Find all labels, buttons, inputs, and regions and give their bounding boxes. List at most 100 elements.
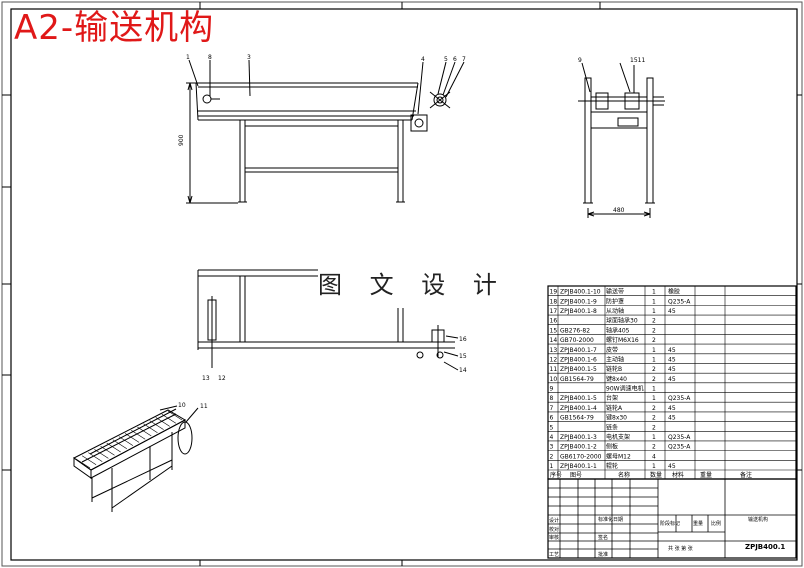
bom-cell-material: 45 [668, 405, 676, 412]
bom-cell-index: 12 [550, 356, 558, 363]
bom-cell-code: ZPJB400.1-9 [560, 298, 597, 305]
svg-text:12: 12 [218, 375, 226, 382]
dim-width-480: 480 [613, 207, 625, 214]
bom-cell-material: Q235-A [668, 298, 691, 305]
conveyor-roller [137, 426, 152, 437]
svg-text:1: 1 [186, 54, 190, 61]
svg-text:10: 10 [178, 402, 186, 409]
side-callouts: 9 1511 [578, 57, 645, 64]
bom-cell-name: 球面轴承30 [606, 317, 638, 325]
bom-cell-qty: 2 [652, 376, 656, 383]
svg-text:3: 3 [247, 54, 251, 61]
bom-cell-qty: 2 [652, 337, 656, 344]
bom-cell-code: ZPJB400.1-10 [560, 289, 601, 296]
svg-text:11: 11 [200, 403, 208, 410]
bom-cell-qty: 1 [652, 434, 656, 441]
bom-cell-material: Q235-A [668, 395, 691, 402]
bom-header-cell: 备注 [740, 471, 752, 479]
bom-cell-qty: 1 [652, 347, 656, 354]
bom-cell-material: 橡胶 [668, 288, 680, 296]
bom-header-cell: 材料 [672, 471, 684, 479]
bom-cell-name: 辊轮 [606, 462, 618, 470]
bom-cell-qty: 1 [652, 395, 656, 402]
front-view [186, 59, 465, 204]
bom-cell-index: 13 [550, 347, 558, 354]
bom-cell-code: ZPJB400.1-5 [560, 366, 597, 373]
svg-text:工艺: 工艺 [549, 552, 559, 558]
title-block [547, 478, 797, 559]
svg-text:8: 8 [208, 54, 212, 61]
bom-cell-qty: 2 [652, 405, 656, 412]
bom-cell-index: 11 [550, 366, 558, 373]
bom-cell-qty: 2 [652, 415, 656, 422]
bom-cell-name: 链轮B [606, 365, 622, 373]
svg-text:14: 14 [459, 367, 467, 374]
side-view [578, 62, 665, 218]
bom-cell-name: 从动轴 [606, 307, 624, 315]
bom-cell-material: 45 [668, 356, 676, 363]
bom-cell-material: 45 [668, 376, 676, 383]
svg-text:9: 9 [578, 57, 582, 64]
conveyor-roller [118, 436, 134, 446]
bom-cell-index: 17 [550, 308, 558, 315]
bom-cell-qty: 2 [652, 444, 656, 451]
bom-cell-name: 螺钉M6X16 [606, 336, 639, 344]
bom-cell-code: GB70-2000 [560, 337, 594, 344]
bom-cell-index: 16 [550, 318, 558, 325]
svg-text:15: 15 [459, 353, 467, 360]
bom-cell-qty: 1 [652, 308, 656, 315]
bom-cell-code: ZPJB400.1-1 [560, 463, 597, 470]
bom-cell-code: ZPJB400.1-4 [560, 405, 597, 412]
bom-cell-index: 9 [550, 386, 554, 393]
svg-text:批准: 批准 [598, 551, 608, 558]
bom-header-cell: 重量 [700, 471, 712, 479]
bom-cell-code: GB1564-79 [560, 415, 594, 422]
bom-cell-material: Q235-A [668, 434, 691, 441]
bom-header-cell: 图号 [570, 472, 582, 479]
bom-cell-name: 防护罩 [606, 297, 624, 305]
bom-cell-material: 45 [668, 308, 676, 315]
bom-cell-code: GB276-82 [560, 327, 590, 334]
bom-cell-code: ZPJB400.1-8 [560, 308, 597, 315]
bom-cell-material: 45 [668, 415, 676, 422]
svg-text:签名: 签名 [598, 534, 608, 541]
page-title: A2-输送机构 [14, 8, 215, 48]
bom-cell-index: 4 [550, 434, 554, 441]
svg-text:标准化: 标准化 [598, 516, 613, 523]
bom-cell-code: ZPJB400.1-5 [560, 395, 597, 402]
bom-cell-index: 19 [550, 289, 558, 296]
svg-text:设计: 设计 [549, 517, 559, 524]
conveyor-roller [143, 423, 158, 434]
bom-header-cell: 数量 [650, 471, 662, 479]
bom-cell-name: 键8x40 [606, 375, 627, 383]
bom-cell-material: 45 [668, 463, 676, 470]
bom-cell-name: 输送带 [606, 288, 624, 296]
conveyor-roller [100, 445, 115, 456]
bom-cell-index: 18 [550, 298, 558, 305]
conveyor-roller [106, 442, 121, 453]
bom-cell-name: 链条 [606, 423, 618, 431]
svg-text:16: 16 [459, 336, 467, 343]
svg-text:阶段标记: 阶段标记 [660, 520, 680, 527]
iso-rollers [75, 410, 183, 469]
conveyor-roller [88, 452, 103, 462]
bom-cell-index: 3 [550, 444, 554, 451]
conveyor-roller [75, 458, 91, 469]
bom-cell-code: ZPJB400.1-2 [560, 444, 597, 451]
bom-cell-name: 皮带 [606, 346, 618, 354]
bom-cell-name: 电机支架 [606, 433, 630, 441]
svg-text:4: 4 [421, 56, 425, 63]
part-name: 输送机构 [748, 516, 768, 523]
bom-cell-qty: 2 [652, 424, 656, 431]
svg-text:1511: 1511 [630, 57, 645, 64]
iso-view [73, 405, 199, 512]
front-callouts: 1 8 3 4 5 6 7 [186, 54, 466, 63]
conveyor-roller [155, 417, 170, 427]
bom-cell-name: 侧板 [606, 443, 618, 451]
bom-cell-name: 键8x30 [606, 414, 627, 422]
svg-text:共 张 第 张: 共 张 第 张 [668, 545, 693, 552]
bom-header-cell: 序号 [550, 471, 562, 479]
